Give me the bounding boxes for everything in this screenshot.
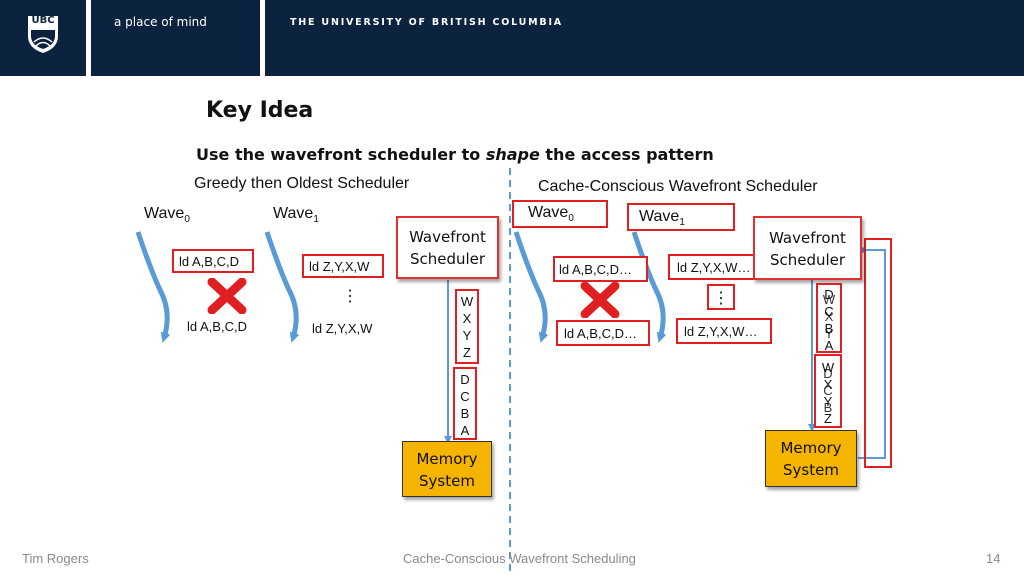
right-wavefront-scheduler: Wavefront Scheduler [753, 216, 862, 280]
right-mem-line1: Memory [780, 439, 842, 457]
left-qt-3: Z [463, 345, 471, 360]
right-sched-line1: Wavefront [769, 229, 846, 247]
right-heading: Cache-Conscious Wavefront Scheduler [538, 178, 818, 195]
right-qt-2: B [824, 321, 834, 336]
wave0-arrow-right [513, 231, 549, 343]
left-heading: Greedy then Oldest Scheduler [194, 175, 410, 192]
left-qt-0: W [460, 294, 474, 309]
left-qb-2: B [460, 406, 470, 421]
right-qbo-1: C [823, 383, 833, 398]
left-queue-top: W X Y Z [455, 289, 479, 364]
right-qt-0: D [824, 287, 834, 302]
left-cross-icon [207, 278, 247, 314]
footer-talk-title: Cache-Conscious Wavefront Scheduling [403, 551, 636, 566]
left-ellipsis: ⋮ [342, 288, 358, 305]
right-qb-3: Z [824, 411, 832, 426]
slide-subtitle: Use the wavefront scheduler to shape the… [196, 145, 714, 164]
right-cross-icon [580, 282, 620, 318]
left-ld0-top: ld A,B,C,D [172, 249, 254, 273]
red-x-icon [580, 282, 620, 318]
right-ld0-top: ld A,B,C,D… [553, 256, 648, 282]
ubc-logo-text: UBC [31, 15, 55, 26]
left-sched-line2: Scheduler [409, 250, 486, 268]
left-qt-2: Y [462, 328, 472, 343]
red-x-icon [207, 278, 247, 314]
right-qt-1: C [824, 304, 834, 319]
header-tagline-block [91, 0, 260, 76]
right-qto-0: W [822, 292, 836, 307]
right-wave1-sub: 1 [679, 217, 685, 229]
right-wave0-label: Wave0 [512, 200, 608, 228]
left-qb-1: C [460, 389, 470, 404]
left-wave1-text: Wave [273, 205, 314, 222]
right-memory-system: Memory System [765, 430, 857, 487]
subtitle-emphasis: shape [485, 145, 540, 164]
right-qb-2: Y [823, 394, 833, 409]
left-wave0-sub: 0 [184, 214, 190, 226]
left-memory-system: Memory System [402, 441, 492, 497]
footer-page-number: 14 [986, 551, 1001, 566]
left-wavefront-scheduler: Wavefront Scheduler [396, 216, 499, 279]
wave1-arrow-right [631, 231, 667, 343]
left-qb-3: A [460, 423, 470, 438]
left-mem-line1: Memory [416, 450, 478, 468]
right-wave1-text: Wave [639, 208, 680, 225]
right-qb-0: W [821, 360, 835, 375]
right-queue-bottom: W X Y Z [814, 354, 842, 428]
left-sched-line1: Wavefront [409, 228, 486, 246]
right-ld0-bottom: ld A,B,C,D… [556, 320, 650, 346]
left-mem-line2: System [419, 472, 475, 490]
right-qt-3: A [824, 338, 834, 353]
ubc-logo: UBC [26, 14, 60, 54]
right-qbo-2: B [823, 400, 833, 415]
left-wave1-sub: 1 [313, 214, 319, 226]
right-qbo-0: D [823, 366, 833, 381]
right-wave1-label: Wave1 [627, 203, 735, 231]
right-ld1-top: ld Z,Y,X,W… [668, 254, 764, 280]
right-queue-bottom-overlap: D C B [816, 365, 840, 416]
subtitle-pre: Use the wavefront scheduler to [196, 145, 486, 164]
wave1-arrow-left [264, 231, 300, 343]
footer-author: Tim Rogers [22, 551, 89, 566]
right-qto-2: Y [824, 326, 834, 341]
right-queue-top-overlap: W X Y [818, 291, 840, 342]
right-qb-1: X [823, 377, 833, 392]
right-qto-1: X [824, 309, 834, 324]
ubc-shield-icon [28, 16, 58, 53]
right-ellipsis: ⋮ [707, 284, 735, 310]
right-wave0-text: Wave [528, 204, 569, 221]
left-queue-bottom: D C B A [453, 367, 477, 440]
left-qt-1: X [462, 311, 472, 326]
right-queue-top: D C B A [816, 283, 842, 353]
left-ld0-bottom: ld A,B,C,D [187, 319, 247, 334]
left-wave0-text: Wave [144, 205, 185, 222]
right-ld1-bottom: ld Z,Y,X,W… [676, 318, 772, 344]
header-university-block [265, 0, 1024, 76]
right-scheduler-frame [864, 238, 892, 468]
left-wave1-label: Wave1 [273, 205, 319, 225]
left-qb-0: D [460, 372, 470, 387]
left-ld1-top: ld Z,Y,X,W [302, 254, 384, 278]
left-wave0-label: Wave0 [144, 205, 190, 225]
right-sched-line2: Scheduler [769, 251, 846, 269]
slide-title: Key Idea [206, 98, 314, 123]
right-wave0-sub: 0 [568, 213, 574, 225]
wave0-arrow-left [135, 231, 171, 343]
right-mem-line2: System [783, 461, 839, 479]
right-feedback-loop [858, 246, 886, 459]
header-university-name: THE UNIVERSITY OF BRITISH COLUMBIA [290, 17, 563, 28]
subtitle-post: the access pattern [539, 145, 714, 164]
left-ld1-bottom: ld Z,Y,X,W [312, 321, 373, 336]
header-tagline: a place of mind [114, 15, 207, 29]
